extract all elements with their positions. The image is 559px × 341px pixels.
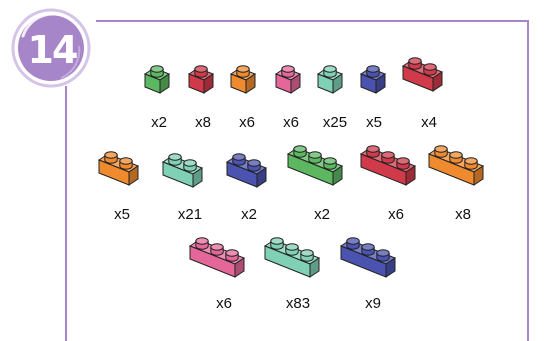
brick-3x-stud-piece <box>424 134 487 193</box>
part-quantity: x2 <box>151 114 167 131</box>
brick-3x-stud-piece <box>260 226 323 285</box>
part-quantity: x2 <box>241 206 257 223</box>
brick-1x-stud-piece <box>226 54 259 101</box>
brick-1x-stud-piece <box>313 54 346 101</box>
brick-2x-stud-piece <box>94 140 142 193</box>
brick-2x-stud-piece <box>222 142 270 195</box>
brick-icon <box>226 54 259 96</box>
part-quantity: x9 <box>365 295 381 312</box>
frame-left-line <box>65 86 67 341</box>
part-quantity: x6 <box>216 295 232 312</box>
brick-icon <box>260 226 323 280</box>
brick-icon <box>140 54 173 96</box>
part-quantity: x5 <box>366 114 382 131</box>
brick-1x-stud-piece <box>184 54 217 101</box>
brick-icon <box>283 134 346 188</box>
brick-icon <box>336 226 399 280</box>
part-quantity: x4 <box>421 114 437 131</box>
brick-icon <box>185 226 248 280</box>
brick-2x-stud-piece <box>158 142 206 195</box>
part-quantity: x8 <box>195 114 211 131</box>
part-quantity: x6 <box>388 206 404 223</box>
frame-right-line <box>527 20 529 341</box>
part-quantity: x6 <box>239 114 255 131</box>
brick-3x-stud-piece <box>356 134 419 193</box>
step-badge: 14 <box>9 6 99 96</box>
part-quantity: x5 <box>114 206 130 223</box>
brick-3x-stud-piece <box>283 134 346 193</box>
brick-icon <box>94 140 142 188</box>
brick-1x-stud-piece <box>356 54 389 101</box>
part-quantity: x2 <box>314 206 330 223</box>
brick-1x-stud-piece <box>271 54 304 101</box>
brick-3x-stud-piece <box>336 226 399 285</box>
brick-icon <box>356 54 389 96</box>
part-quantity: x21 <box>178 206 202 223</box>
brick-icon <box>271 54 304 96</box>
part-quantity: x25 <box>323 114 347 131</box>
brick-icon <box>184 54 217 96</box>
part-quantity: x83 <box>286 295 310 312</box>
brick-icon <box>158 142 206 190</box>
part-quantity: x6 <box>283 114 299 131</box>
part-quantity: x8 <box>455 206 471 223</box>
brick-3x-stud-piece <box>185 226 248 285</box>
brick-icon <box>424 134 487 188</box>
brick-icon <box>356 134 419 188</box>
step-number: 14 <box>7 5 97 95</box>
brick-2x-stud-piece <box>398 46 446 99</box>
brick-icon <box>222 142 270 190</box>
brick-icon <box>313 54 346 96</box>
brick-icon <box>398 46 446 94</box>
brick-1x-stud-piece <box>140 54 173 101</box>
frame-top-line <box>96 20 529 22</box>
